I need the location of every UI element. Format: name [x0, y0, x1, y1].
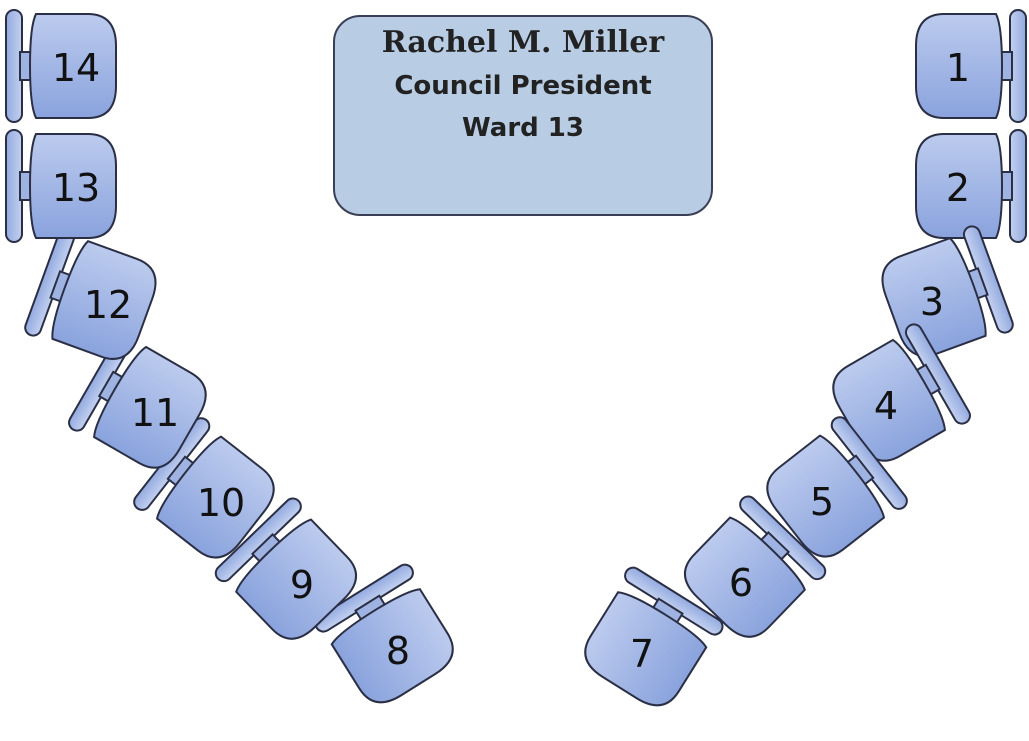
seat-11-cushion	[93, 345, 207, 469]
seat-14-cushion	[28, 13, 117, 119]
president-title: Council President	[394, 71, 651, 101]
seat-4-label: 4	[874, 384, 898, 428]
seat-7-label: 7	[630, 632, 654, 676]
seat-10-label: 10	[197, 481, 245, 525]
seat-8-label: 8	[386, 629, 410, 673]
seat-4-cushion	[832, 338, 946, 462]
seat-12-cushion	[51, 239, 157, 360]
seat-1-label: 1	[946, 46, 970, 90]
seat-13-label: 13	[52, 166, 100, 210]
seat-5-cushion	[766, 434, 886, 558]
seat-5-label: 5	[810, 480, 834, 524]
seat-6-cushion	[684, 516, 806, 638]
seat-6-label: 6	[729, 561, 753, 605]
seat-13	[5, 129, 117, 243]
seat-5	[766, 416, 908, 558]
seat-9-label: 9	[290, 563, 314, 607]
seat-9	[214, 497, 357, 640]
seat-3-label: 3	[920, 280, 944, 324]
seat-2-cushion	[915, 133, 1004, 239]
seat-14-label: 14	[52, 46, 100, 90]
seat-7-cushion	[584, 591, 708, 707]
seat-8-cushion	[330, 588, 454, 704]
seat-1-cushion	[915, 13, 1004, 119]
president-ward: Ward 13	[462, 113, 584, 143]
seat-8	[314, 563, 454, 704]
seat-7	[584, 566, 724, 707]
seat-11-label: 11	[131, 391, 179, 435]
seat-2-label: 2	[946, 166, 970, 210]
seat-10-cushion	[155, 435, 275, 559]
seat-2	[915, 129, 1027, 243]
seat-4	[832, 323, 971, 462]
president-name: Rachel M. Miller	[382, 25, 666, 60]
seat-1	[915, 9, 1027, 123]
president-box: Rachel M. Miller Council President Ward …	[333, 15, 713, 216]
seat-12-label: 12	[84, 283, 132, 327]
seat-14	[5, 9, 117, 123]
seat-9-cushion	[235, 518, 357, 640]
seat-13-cushion	[28, 133, 117, 239]
seat-6	[684, 495, 827, 638]
seat-10	[133, 417, 275, 559]
